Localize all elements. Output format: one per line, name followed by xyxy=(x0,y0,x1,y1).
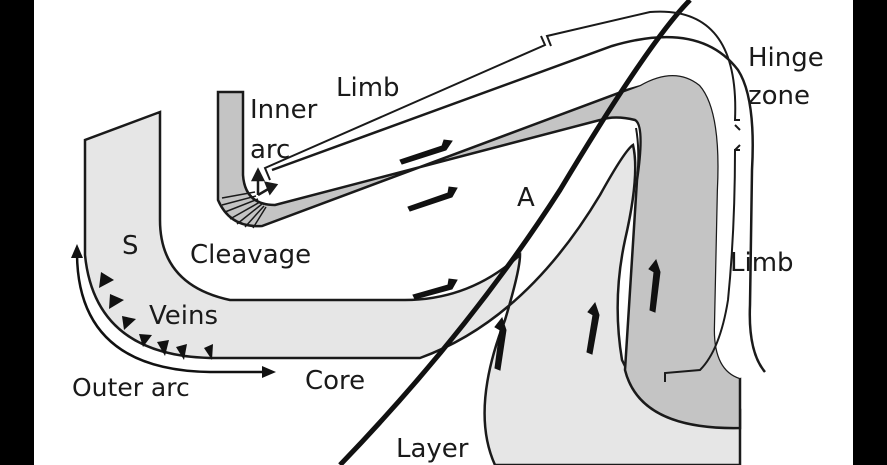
label-hinge-2: zone xyxy=(748,81,810,111)
label-limb-top: Limb xyxy=(336,73,400,103)
label-outer-arc: Outer arc xyxy=(72,373,190,402)
outer-arc-arrowhead-top xyxy=(71,244,83,258)
label-limb-right: Limb xyxy=(730,248,794,278)
outer-arc-arrowhead-right xyxy=(262,366,276,378)
upper-limb-outline xyxy=(271,35,766,373)
vein xyxy=(109,294,124,309)
shear-arrow xyxy=(407,186,458,212)
cleavage-fan xyxy=(221,191,267,229)
inner-arc-arrows xyxy=(250,167,279,197)
vein xyxy=(122,316,136,330)
label-s: S xyxy=(122,231,139,261)
vein xyxy=(204,344,213,360)
limb-bracket-right xyxy=(664,149,740,382)
label-core: Core xyxy=(305,366,365,396)
shear-arrow xyxy=(648,258,661,313)
label-cleavage: Cleavage xyxy=(190,240,311,270)
vein xyxy=(176,344,187,360)
shear-arrows xyxy=(399,139,661,371)
vein xyxy=(157,340,169,356)
label-inner-arc-2: arc xyxy=(250,135,290,165)
label-veins: Veins xyxy=(149,301,218,331)
label-hinge-1: Hinge xyxy=(748,43,824,73)
limb-bracket-top xyxy=(263,10,740,181)
inner-dark-layer xyxy=(216,73,742,430)
label-a: A xyxy=(517,183,535,213)
label-layer: Layer xyxy=(396,434,469,464)
right-limb-inner-line xyxy=(635,127,640,181)
vein xyxy=(139,334,152,347)
upper-limb-light-band xyxy=(262,34,760,379)
veins xyxy=(99,272,213,360)
outer-fold-band xyxy=(83,110,742,465)
outer-arc-arrow-line xyxy=(75,253,265,374)
shear-arrow xyxy=(399,139,453,165)
fault-line xyxy=(338,0,692,465)
shear-arrow xyxy=(412,278,458,300)
vein xyxy=(99,272,114,288)
label-inner-arc-1: Inner xyxy=(250,95,318,125)
shear-arrow xyxy=(586,301,600,355)
shear-arrow xyxy=(494,316,507,371)
